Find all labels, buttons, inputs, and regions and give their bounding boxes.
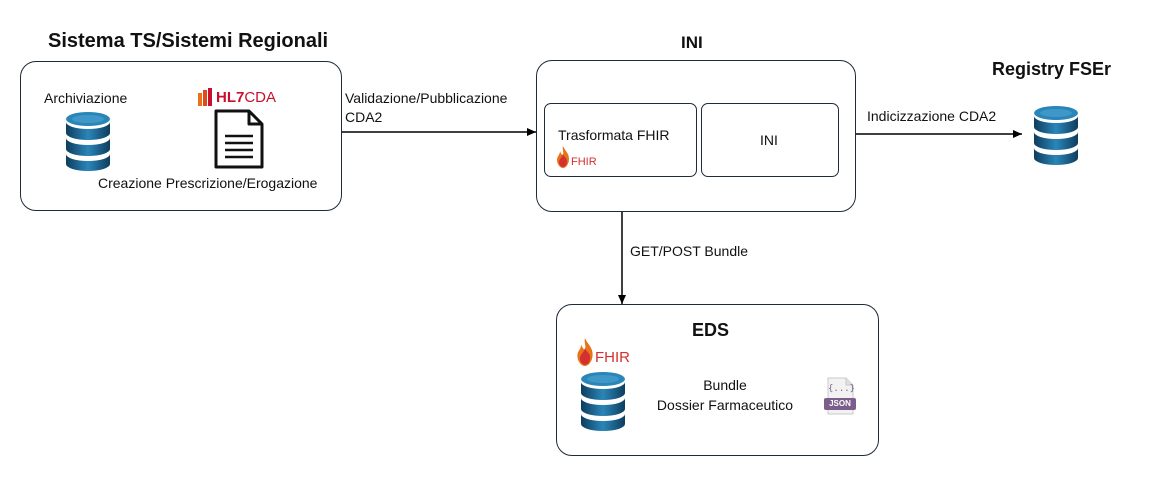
cda-text: CDA xyxy=(244,88,277,106)
registry-title: Registry FSEr xyxy=(992,59,1112,79)
hl7-bars-icon xyxy=(198,88,212,106)
fhir-text: FHIR xyxy=(571,156,597,168)
ini-inner-box xyxy=(701,103,839,177)
hl7-text: HL7 xyxy=(216,88,245,106)
document-icon xyxy=(214,109,264,169)
json-label: JSON xyxy=(829,399,851,408)
indicizzazione-label: Indicizzazione CDA2 xyxy=(867,108,997,124)
bundle-label: Bundle xyxy=(703,377,747,393)
validazione-label-line1: Validazione/Pubblicazione xyxy=(345,90,508,106)
eds-fhir-flame-icon: FHIR xyxy=(576,336,630,366)
get-post-label: GET/POST Bundle xyxy=(630,243,749,259)
fhir-flame-icon: FHIR xyxy=(556,144,597,168)
ini-title: INI xyxy=(681,33,703,52)
json-braces: {...} xyxy=(828,384,856,394)
eds-title: EDS xyxy=(692,320,730,340)
trasformata-fhir-label: Trasformata FHIR xyxy=(558,127,670,143)
validazione-label-line2: CDA2 xyxy=(345,109,383,125)
dossier-label: Dossier Farmaceutico xyxy=(656,397,794,413)
json-file-icon: {...} JSON xyxy=(822,377,858,415)
hl7-logo-icon: HL7 CDA xyxy=(198,87,276,107)
ini-inner-label: INI xyxy=(760,132,778,148)
eds-fhir-text: FHIR xyxy=(595,349,630,366)
registry-database-icon xyxy=(1034,106,1078,165)
sistema-title: Sistema TS/Sistemi Regionali xyxy=(48,30,329,52)
creazione-label: Creazione Prescrizione/Erogazione xyxy=(98,175,318,191)
archiviazione-label: Archiviazione xyxy=(44,90,128,106)
trasformata-fhir-box xyxy=(544,103,697,177)
database-icon xyxy=(66,112,110,171)
eds-database-icon xyxy=(581,372,625,431)
